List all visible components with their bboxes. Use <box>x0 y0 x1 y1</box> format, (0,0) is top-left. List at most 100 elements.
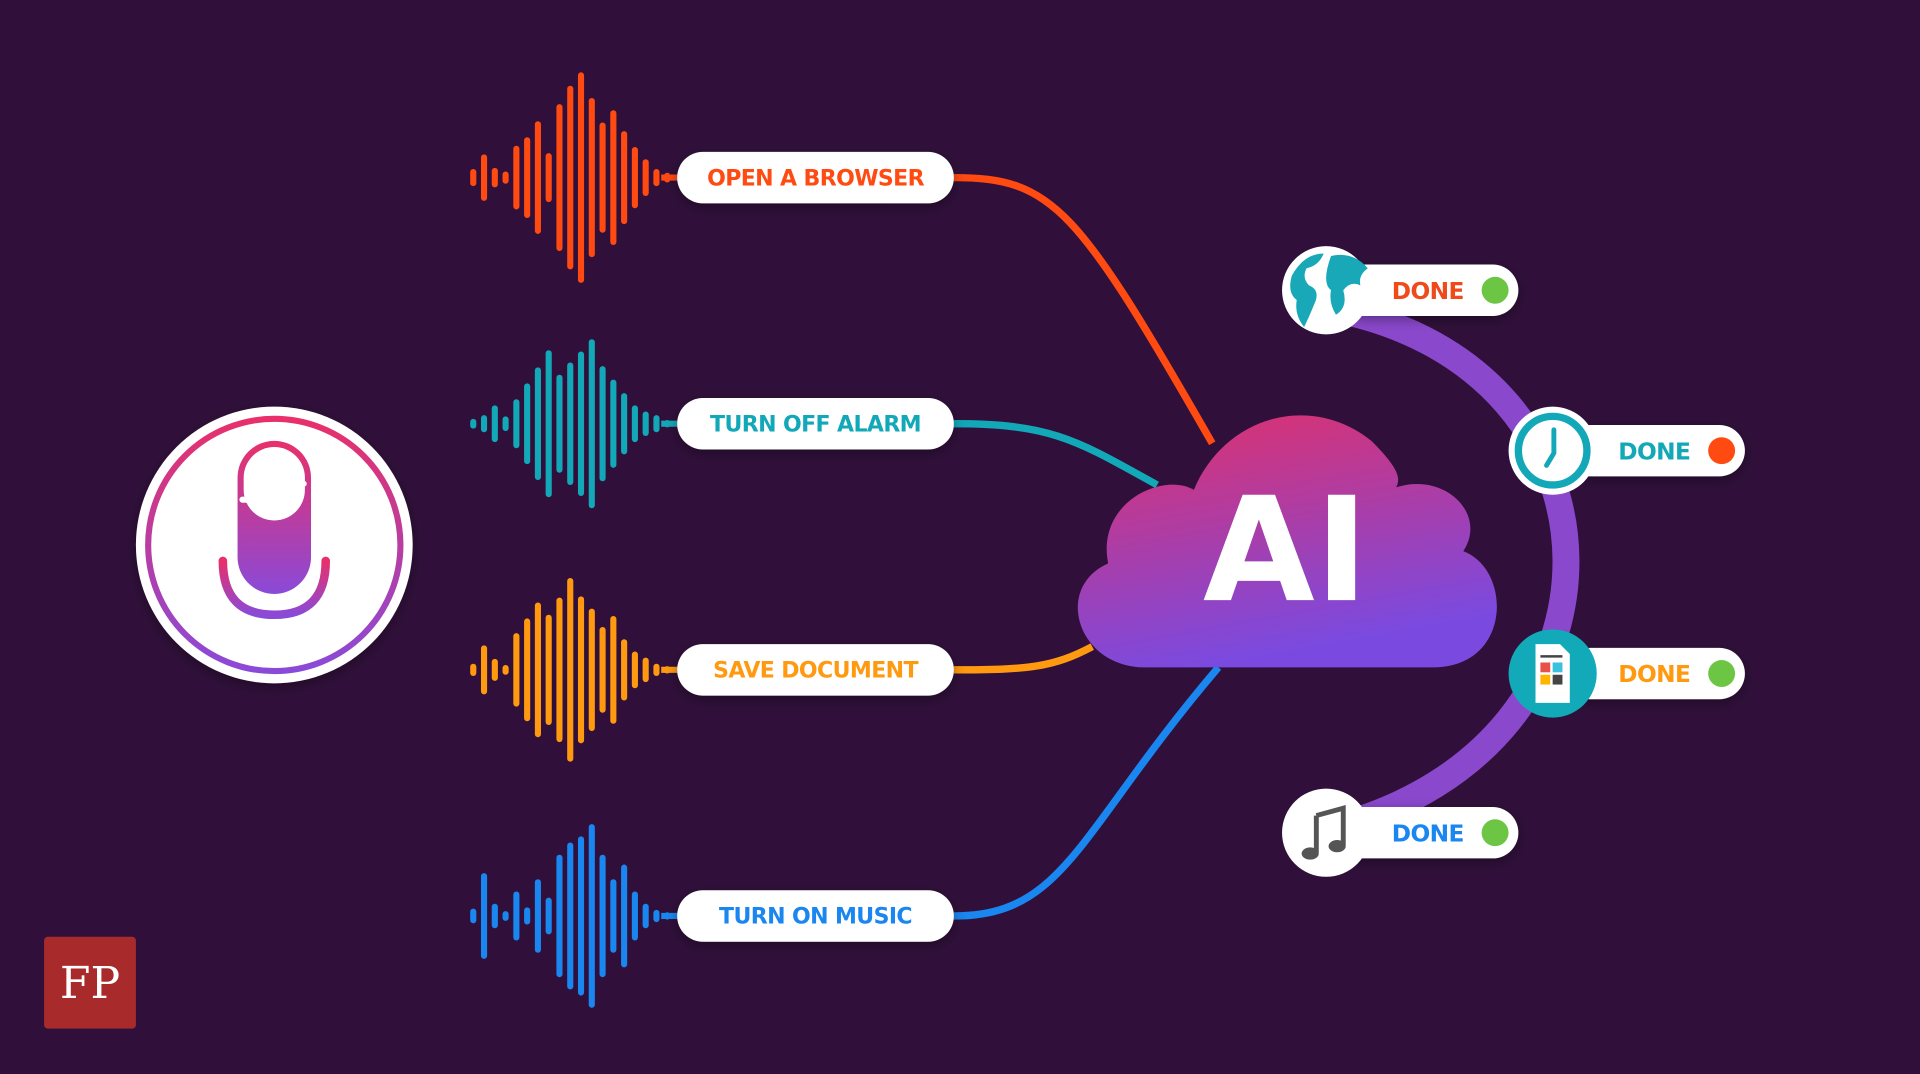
waveform-bar <box>577 596 585 744</box>
result-item: DONE <box>1508 629 1745 718</box>
waveform-bar <box>621 131 628 225</box>
globe-icon <box>1282 246 1371 335</box>
waveform-bar <box>513 633 520 707</box>
waveform-bar <box>610 110 617 245</box>
connection-line <box>953 643 1094 674</box>
waveform-bar <box>599 854 606 978</box>
waveform-bar <box>491 903 498 929</box>
waveform-bar <box>513 145 520 210</box>
command-pill[interactable]: TURN OFF ALARM <box>677 398 954 450</box>
waveform-bar <box>588 339 595 509</box>
status-dot <box>1481 276 1509 304</box>
waveform-bar <box>491 658 498 681</box>
ai-cloud: AI <box>1077 415 1497 668</box>
result-item: DONE <box>1282 788 1519 877</box>
waveform-bar <box>513 399 520 449</box>
music-note-icon <box>1282 788 1371 877</box>
waveform-bar <box>556 854 563 978</box>
command-pill[interactable]: TURN ON MUSIC <box>677 890 954 942</box>
result-arc <box>1328 295 1580 841</box>
waveform-bar <box>631 891 638 941</box>
voice-waveform <box>470 72 678 283</box>
waveform-bar <box>621 393 628 455</box>
waveform-bar <box>491 405 498 443</box>
microphone-icon <box>218 440 330 654</box>
waveform-bar <box>577 72 585 283</box>
command-pill[interactable]: OPEN A BROWSER <box>677 151 954 204</box>
waveform-bar <box>524 907 531 925</box>
waveform-bar <box>567 578 574 762</box>
connection-line <box>953 665 1222 920</box>
waveform-bar <box>642 903 649 929</box>
waveform-bar <box>556 104 563 252</box>
waveform-bar <box>610 615 617 724</box>
waveform-bar <box>588 824 595 1008</box>
command-label: OPEN A BROWSER <box>707 166 924 191</box>
waveform-bar <box>534 121 541 234</box>
waveform-bar <box>653 415 660 433</box>
waveform-bar <box>642 411 649 436</box>
waveform-bar <box>599 366 606 482</box>
waveform-bar <box>610 379 617 468</box>
waveform-bar <box>470 663 477 676</box>
status-dot <box>1481 819 1509 847</box>
waveform-bar <box>524 618 531 722</box>
waveform-bar <box>534 602 541 738</box>
result-item: DONE <box>1508 406 1745 495</box>
waveform-bar <box>567 842 574 990</box>
command-label: SAVE DOCUMENT <box>713 659 918 684</box>
waveform-bar <box>534 879 541 953</box>
waveform-bar <box>470 418 477 429</box>
waveform-bar <box>502 416 509 432</box>
waveform-bar <box>513 891 520 941</box>
waveform-bar <box>653 909 660 923</box>
command-label: TURN OFF ALARM <box>710 412 921 437</box>
command-pill[interactable]: SAVE DOCUMENT <box>677 644 954 696</box>
waveform-bar <box>599 122 606 233</box>
status-dot <box>1708 660 1736 687</box>
waveform-bar <box>524 383 531 465</box>
waveform-bar <box>545 350 552 498</box>
connection-line <box>953 420 1159 489</box>
waveform-bar <box>502 911 509 921</box>
waveform-bar <box>642 159 649 196</box>
waveform-bar <box>480 645 488 695</box>
waveform-bar <box>556 374 563 473</box>
waveform-bar <box>577 836 585 996</box>
voice-waveform <box>470 824 678 1008</box>
waveform-bar <box>642 657 649 683</box>
waveform-bar <box>567 362 574 485</box>
waveform-bar <box>631 651 638 689</box>
waveform-bar <box>502 664 509 675</box>
waveform-bar <box>545 614 552 725</box>
waveform-bar <box>577 351 585 496</box>
done-label: DONE <box>1392 278 1464 305</box>
waveform-bar <box>524 137 531 219</box>
voice-waveform <box>470 578 678 762</box>
done-label: DONE <box>1618 661 1690 688</box>
waveform-bar <box>534 367 541 481</box>
waveform-bar <box>491 167 498 188</box>
waveform-bar <box>653 169 660 187</box>
waveform-bar <box>470 908 477 924</box>
connection-line <box>953 173 1216 446</box>
waveform-bar <box>631 147 638 209</box>
waveform-bar <box>599 627 606 713</box>
done-label: DONE <box>1618 438 1690 465</box>
waveform-bar <box>610 879 617 953</box>
done-label: DONE <box>1392 820 1464 847</box>
waveform-bar <box>545 897 552 935</box>
microphone-button[interactable] <box>135 406 413 684</box>
waveform-bar <box>556 597 563 743</box>
waveform-bar <box>545 153 552 203</box>
voice-waveform <box>470 339 678 509</box>
fp-logo: FP <box>44 936 136 1029</box>
ai-label: AI <box>1203 467 1369 635</box>
waveform-bar <box>480 873 488 959</box>
waveform-bar <box>621 639 628 701</box>
waveform-bar <box>567 85 574 270</box>
command-label: TURN ON MUSIC <box>719 905 912 930</box>
document-icon <box>1508 629 1597 718</box>
status-dot <box>1708 437 1736 465</box>
